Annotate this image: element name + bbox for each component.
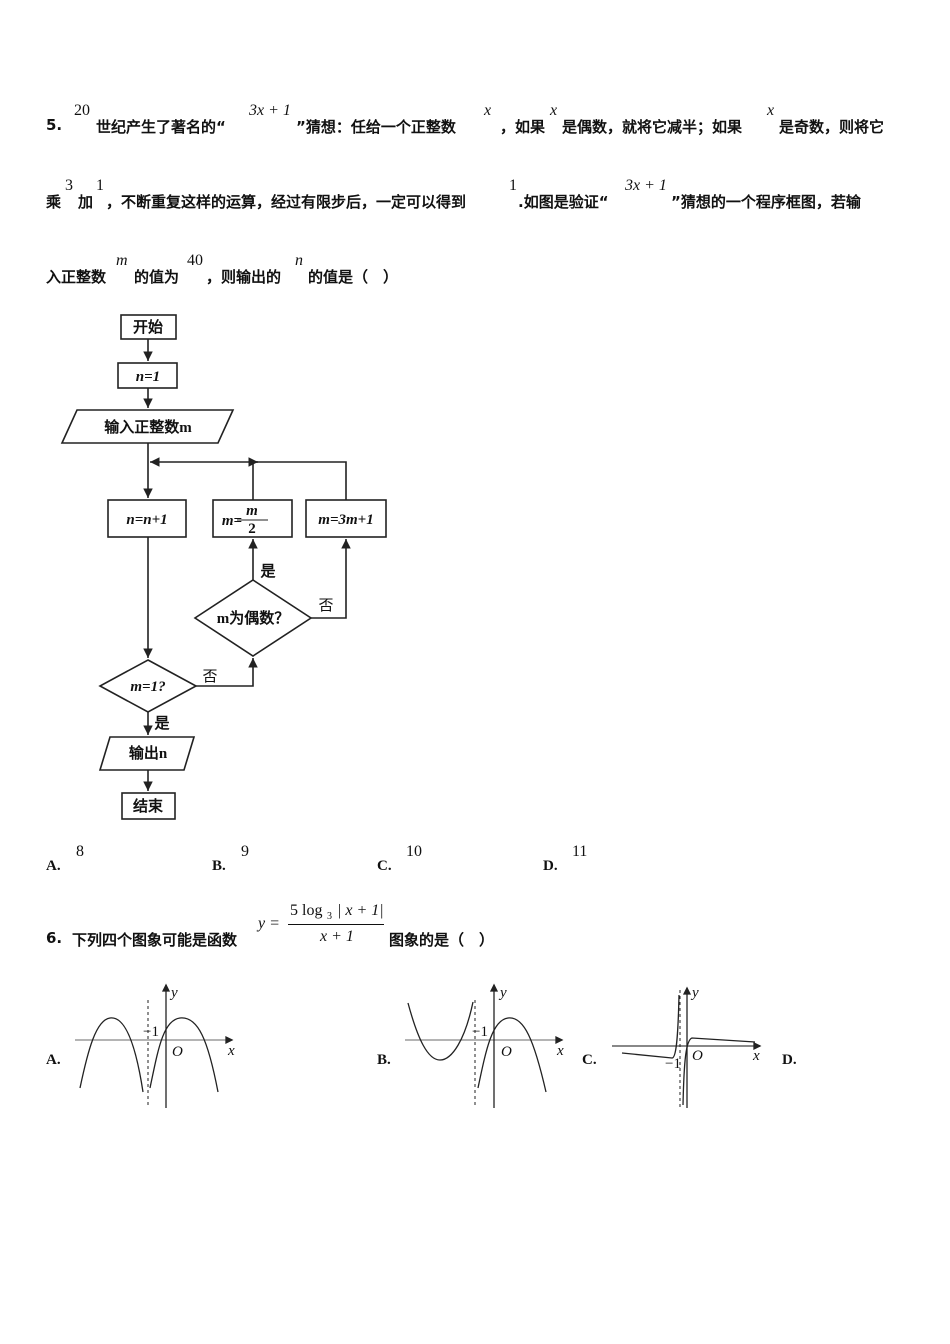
answer-graphs: A. x y O −1 B. x y O −1 C. x y O −1 D.: [46, 983, 797, 1108]
init-label: n=1: [136, 369, 160, 385]
option-c[interactable]: C.: [377, 858, 392, 874]
formula-subscript: 3: [327, 911, 332, 922]
half-lhs: m=: [222, 513, 242, 529]
formula-numerator: 5 log: [290, 902, 323, 919]
even-question: m为偶数？: [217, 609, 290, 627]
option-a[interactable]: A.: [46, 858, 61, 874]
one-question: m=1?: [130, 679, 165, 695]
option-a-value: 8: [76, 843, 84, 860]
q5-number: 5.: [46, 116, 63, 134]
graph-a-label[interactable]: A.: [46, 1052, 61, 1068]
q6-number: 6.: [46, 929, 63, 947]
origin-label: O: [692, 1048, 703, 1064]
text: 是奇数，则将它: [779, 118, 885, 136]
no-label: 否: [318, 598, 333, 614]
option-d[interactable]: D.: [543, 858, 558, 874]
graph-c: [612, 986, 762, 1108]
math: 20: [74, 102, 90, 119]
math: 3x + 1: [625, 177, 667, 194]
math: x: [550, 102, 558, 119]
minus-one-label: −1: [143, 1024, 159, 1040]
option-c-value: 10: [406, 843, 422, 860]
output-label: 输出n: [129, 744, 168, 762]
axis-y-label: y: [690, 985, 699, 1001]
half-denominator: 2: [248, 521, 256, 537]
graph-b-label[interactable]: B.: [377, 1052, 391, 1068]
axis-x-label: x: [227, 1043, 235, 1059]
text: ，不断重复这样的运算，经过有限步后，一定可以得到: [106, 193, 467, 211]
formula-denominator: x + 1: [320, 928, 354, 945]
axis-y-label: y: [498, 985, 507, 1001]
option-b-value: 9: [241, 843, 249, 860]
math: n: [295, 252, 303, 269]
fraction-bar: [288, 924, 384, 925]
text: ”猜想：任给一个正整数: [296, 118, 456, 136]
text: 的值为: [134, 268, 180, 286]
axis-x-label: x: [556, 1043, 564, 1059]
math: 40: [187, 252, 203, 269]
end-label: 结束: [133, 797, 164, 815]
text: 世纪产生了著名的“: [96, 118, 226, 136]
math: 1: [509, 177, 517, 194]
graph-d-label[interactable]: D.: [782, 1052, 797, 1068]
yes-label: 是: [259, 563, 276, 580]
input-label: 输入正整数m: [104, 418, 192, 436]
origin-label: O: [172, 1044, 183, 1060]
minus-one-label: −1: [665, 1056, 681, 1072]
text: 是偶数，就将它减半；如果: [562, 118, 743, 136]
start-label: 开始: [133, 318, 163, 336]
text: ，则输出的: [206, 268, 282, 286]
text: 的值是（ ）: [308, 268, 399, 286]
flowchart: 开始 n=1 输入正整数m n=n+1 m m= 2 m=3m+1 m为偶数？ …: [60, 314, 387, 820]
yes-label: 是: [153, 715, 170, 732]
math: x: [767, 102, 775, 119]
text: ”猜想的一个程序框图，若输: [671, 193, 861, 211]
text: 入正整数: [46, 268, 107, 286]
graph-a: [75, 983, 234, 1108]
text: ，如果: [500, 118, 546, 136]
graph-c-label[interactable]: C.: [582, 1052, 597, 1068]
math: 3: [65, 177, 73, 194]
half-numerator: m: [246, 503, 258, 519]
math: 1: [96, 177, 104, 194]
option-b[interactable]: B.: [212, 858, 226, 874]
axis-y-label: y: [169, 985, 178, 1001]
axis-x-label: x: [752, 1048, 760, 1064]
q6-tail: 图象的是（ ）: [389, 931, 495, 949]
formula-abs: | x + 1|: [337, 902, 384, 919]
text: 乘: [46, 193, 62, 211]
math: m: [116, 252, 128, 269]
graph-b: [405, 983, 564, 1108]
increment-label: n=n+1: [126, 512, 167, 528]
minus-one-label: −1: [472, 1024, 488, 1040]
no-label: 否: [202, 669, 217, 685]
math: x: [484, 102, 492, 119]
q6-text: 下列四个图象可能是函数: [72, 931, 238, 949]
text: .如图是验证“: [518, 193, 609, 211]
math: 3x + 1: [249, 102, 291, 119]
option-d-value: 11: [572, 843, 588, 860]
origin-label: O: [501, 1044, 512, 1060]
formula-y: y =: [258, 915, 280, 932]
triple-label: m=3m+1: [318, 512, 373, 528]
text: 加: [78, 193, 94, 211]
